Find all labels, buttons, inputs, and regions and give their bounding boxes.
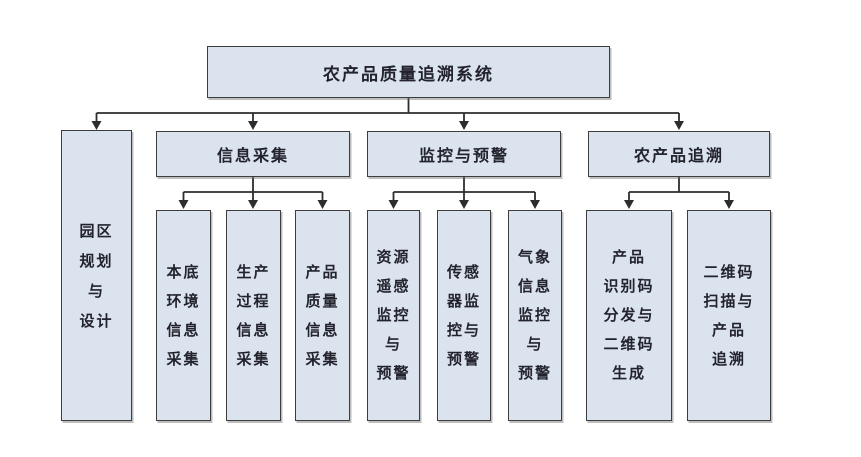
node-qrcode-scan-product-trace: 二维码 扫描与 产品 追溯 xyxy=(687,210,771,421)
node-background-env-info-collection: 本底 环境 信息 采集 xyxy=(156,210,211,421)
arrowhead-icons xyxy=(91,121,734,209)
node-remote-sensing-monitoring-warning: 资源 遥感 监控 与 预警 xyxy=(367,210,420,421)
node-root-system: 农产品质量追溯系统 xyxy=(207,46,610,98)
node-sensor-monitoring-warning: 传感 器监 控与 预警 xyxy=(437,210,491,421)
node-product-traceability: 农产品追溯 xyxy=(588,131,770,177)
node-info-collection: 信息采集 xyxy=(156,131,350,177)
node-production-process-info-collection: 生产 过程 信息 采集 xyxy=(226,210,281,421)
node-monitoring-warning: 监控与预警 xyxy=(367,131,561,177)
node-product-quality-info-collection: 产品 质量 信息 采集 xyxy=(295,210,350,421)
node-weather-info-monitoring-warning: 气象 信息 监控 与 预警 xyxy=(508,210,562,421)
node-park-planning-design: 园区 规划 与 设计 xyxy=(61,130,132,421)
node-id-code-distribution-qrcode-generation: 产品 识别码 分发与 二维码 生成 xyxy=(586,210,672,421)
